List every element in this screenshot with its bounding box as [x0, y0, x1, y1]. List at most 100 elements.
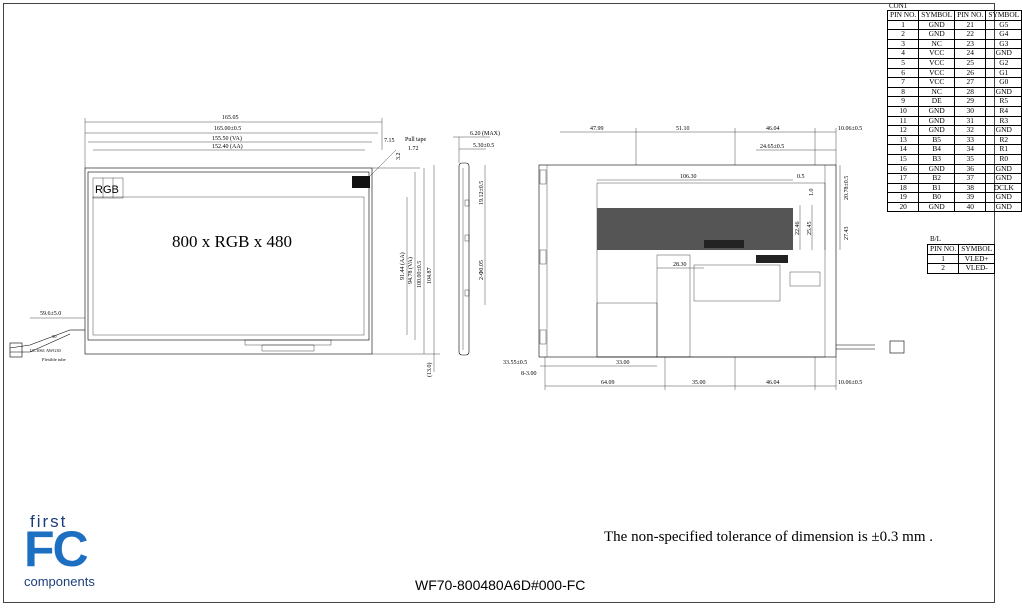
con-cell: 32: [954, 125, 987, 136]
dim-rear-right-b: 20.78±0.5: [844, 176, 850, 200]
side-outline: [458, 162, 470, 356]
dim-rear-upper-mid: 24.65±0.5: [760, 144, 784, 150]
con-cell: 5: [886, 57, 920, 69]
dim-rear-right-a: 1.0: [809, 189, 815, 197]
dim-rear-top-d: 10.06±0.5: [838, 126, 862, 132]
dim-aa-height: 91.44 (AA): [399, 252, 406, 280]
con-cell: 7: [886, 77, 920, 88]
logo-line-components: components: [24, 574, 95, 589]
con-cell: R0: [985, 153, 1022, 165]
dim-cable-length: 59.6±5.0: [40, 311, 61, 317]
dim-rear-bottom-step: 8-3.00: [521, 371, 537, 377]
dim-va-width: 155.50 (VA): [212, 135, 242, 142]
dim-max-thickness: 6.20 (MAX): [470, 130, 500, 137]
con-cell: B2: [918, 173, 956, 184]
con-cell: VCC: [918, 57, 956, 69]
bl-header-symbol: SYMBOL: [958, 244, 996, 255]
rear-outline: [538, 164, 837, 358]
con-cell: GND: [985, 192, 1022, 203]
con-cell: 14: [886, 144, 920, 155]
dim-bottom-offset: (13.0): [426, 363, 433, 378]
con-header-pin-1: PIN NO.: [886, 10, 920, 21]
con-cell: GND: [985, 173, 1022, 184]
dim-rear-bottom-b: 35.00: [692, 380, 706, 386]
dim-rear-bottom-a: 64.09: [601, 380, 615, 386]
rear-fpc-connector: [704, 240, 744, 248]
bl-cell: VLED-: [958, 263, 996, 274]
con-cell: 12: [886, 125, 920, 136]
dim-rear-conn-offset: 28.30: [673, 262, 687, 268]
side-view: 6.20 (MAX) 5.30±0.5 19.12±0.5 2-Φ0.05: [453, 130, 500, 356]
dim-rear-bottom-c: 46.04: [766, 380, 780, 386]
wire-length-label: 50: [52, 334, 57, 339]
drawing-sheet: RGB 800 x RGB x 480 Pull tape 165.05 165…: [3, 2, 1022, 603]
con-cell: G0: [985, 77, 1022, 88]
con-cell: R4: [985, 105, 1022, 117]
dim-tape-offset-b: 1.72: [408, 146, 419, 152]
wire-label: UL1061 AWG30: [30, 348, 62, 353]
drawing-border: [3, 3, 995, 603]
dim-rear-small-gap: 0.5: [797, 174, 805, 180]
con-cell: B0: [918, 192, 956, 203]
con-cell: 25: [954, 57, 987, 69]
dim-rear-conn-b: 25.45: [807, 222, 813, 236]
dim-rear-bottom-d: 10.06±0.5: [838, 380, 862, 386]
dim-side-lower: 2-Φ0.05: [479, 260, 485, 280]
tolerance-note: The non-specified tolerance of dimension…: [604, 529, 933, 545]
dim-va-height: 94.78 (VA): [407, 257, 414, 284]
con-cell: 34: [954, 144, 987, 155]
flexible-tube-label: Flexible tube: [42, 357, 66, 362]
bl-header-pin: PIN NO.: [926, 244, 960, 255]
con-cell: GND: [918, 105, 956, 117]
rear-pcb: [596, 182, 826, 358]
rgb-box: [92, 177, 124, 199]
con-cell: 40: [954, 201, 987, 213]
con-cell: 29: [954, 96, 987, 107]
dim-rear-right-c: 27.43: [844, 227, 850, 241]
dim-rear-fpc-width: 33.00: [616, 360, 630, 366]
rgb-label: RGB: [95, 184, 119, 196]
logo-line-fc: FC: [24, 521, 89, 577]
con-cell: G4: [985, 29, 1022, 40]
con-cell: 10: [886, 105, 920, 117]
con-cell: R1: [985, 144, 1022, 155]
dim-outline-height: 100.00±0.5: [417, 261, 423, 288]
dim-outline-width: 165.00±0.5: [214, 126, 241, 132]
logo-line-first: first: [30, 512, 68, 531]
con-cell: 19: [886, 192, 920, 203]
pull-tape-label: Pull tape: [405, 137, 427, 143]
con-cell: 39: [954, 192, 987, 203]
front-active-area: [92, 196, 365, 336]
con-cell: 30: [954, 105, 987, 117]
bl-table-title: B/L: [930, 235, 941, 243]
con-cell: 37: [954, 173, 987, 184]
con-cell: GND: [918, 29, 956, 40]
con-header-symbol-2: SYMBOL: [985, 10, 1022, 21]
bl-connector: [889, 340, 905, 354]
dim-rear-top-b: 51.10: [676, 126, 690, 132]
bl-cell: 2: [926, 263, 960, 274]
con-table-header: PIN NO. SYMBOL PIN NO. SYMBOL: [886, 10, 1022, 21]
con-cell: R5: [985, 96, 1022, 107]
con-cell: GND: [918, 201, 956, 213]
model-number: WF70-800480A6D#000-FC: [415, 577, 586, 593]
con-cell: 15: [886, 153, 920, 165]
con-cell: DE: [918, 96, 956, 107]
con-header-symbol-1: SYMBOL: [918, 10, 956, 21]
con-cell: B3: [918, 153, 956, 165]
display-resolution-label: 800 x RGB x 480: [172, 232, 292, 251]
con-cell: 20: [886, 201, 920, 213]
dim-overall-height: 104.87: [427, 268, 433, 285]
pull-tape-tab: [352, 176, 370, 188]
technical-drawing: RGB 800 x RGB x 480 Pull tape 165.05 165…: [9, 115, 905, 390]
